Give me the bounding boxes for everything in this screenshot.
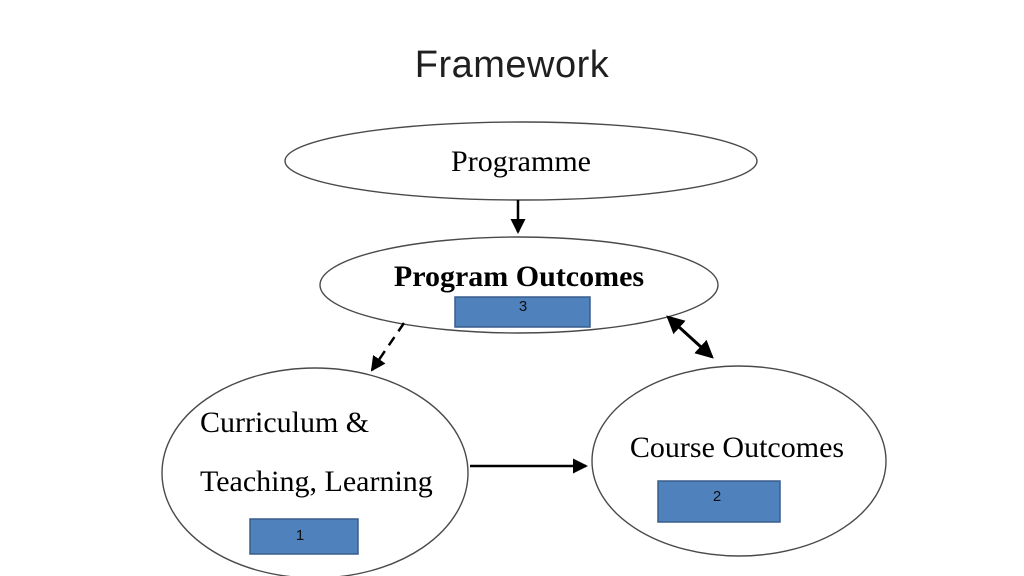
level-box-1-label: 1 [296, 527, 304, 544]
course-outcomes-label: Course Outcomes [630, 431, 844, 464]
level-box-3-label: 3 [519, 298, 527, 315]
outcomes-to-curriculum-dashed-arrow [370, 322, 406, 372]
program-outcomes-ellipse [319, 236, 719, 334]
curriculum-ellipse [161, 367, 469, 576]
level-box-2 [657, 480, 781, 523]
level-box-1 [249, 518, 359, 555]
programme-label: Programme [451, 145, 591, 178]
programme-ellipse [284, 121, 758, 201]
curriculum-label-line2: Teaching, Learning [200, 465, 433, 498]
level-box-2-label: 2 [713, 488, 721, 505]
slide-title: Framework [414, 44, 610, 86]
curriculum-label-line1: Curriculum & [200, 406, 369, 439]
program-outcomes-label: Program Outcomes [394, 260, 644, 293]
level-box-3 [454, 296, 591, 328]
outcomes-course-double-arrow [666, 315, 714, 359]
